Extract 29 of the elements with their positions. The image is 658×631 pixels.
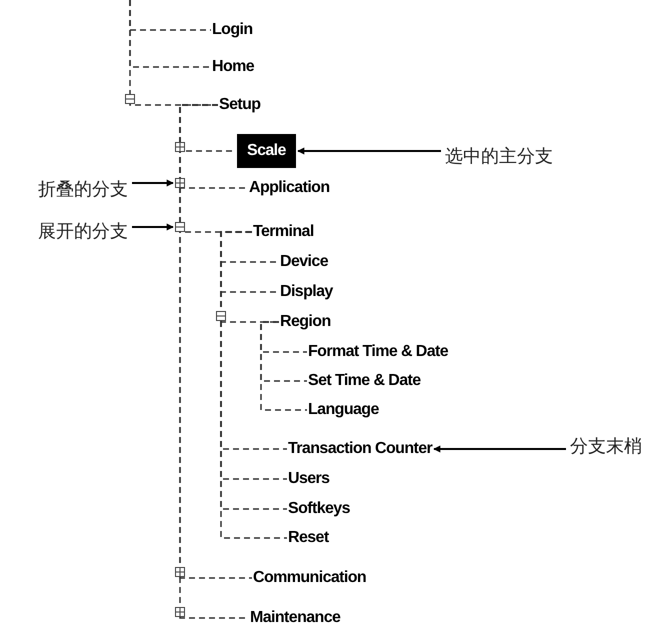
menu-item: Display [280,282,333,302]
menu-item: Region [280,312,331,332]
menu-item: Setup [219,95,260,115]
arrow [433,446,566,452]
menu-item: Format Time & Date [308,342,448,362]
menu-item: Softkeys [288,499,350,519]
menu-item: Users [288,469,330,489]
menu-item: Communication [253,568,366,588]
annotation-label: 折叠的分支 [38,179,128,201]
menu-item: Login [212,20,253,40]
annotation-label: 分支末梢 [570,436,642,458]
arrow [132,224,174,230]
arrow [132,180,174,186]
menu-item: Maintenance [250,608,340,628]
tree-connector [260,321,307,411]
annotation-label: 展开的分支 [38,221,128,243]
menu-item: Home [212,57,254,77]
selected-menu-item: Scale [237,134,296,168]
menu-item: Language [308,400,379,420]
collapse-icon [175,222,185,232]
menu-item: Transaction Counter [288,439,432,459]
expand-icon [175,178,185,188]
menu-item: Terminal [253,222,314,242]
menu-item: Reset [288,528,329,548]
menu-item: Device [280,252,328,272]
menu-item: Set Time & Date [308,371,421,391]
menu-item: Application [249,178,330,198]
arrow [297,148,441,154]
annotation-label: 选中的主分支 [445,146,553,168]
